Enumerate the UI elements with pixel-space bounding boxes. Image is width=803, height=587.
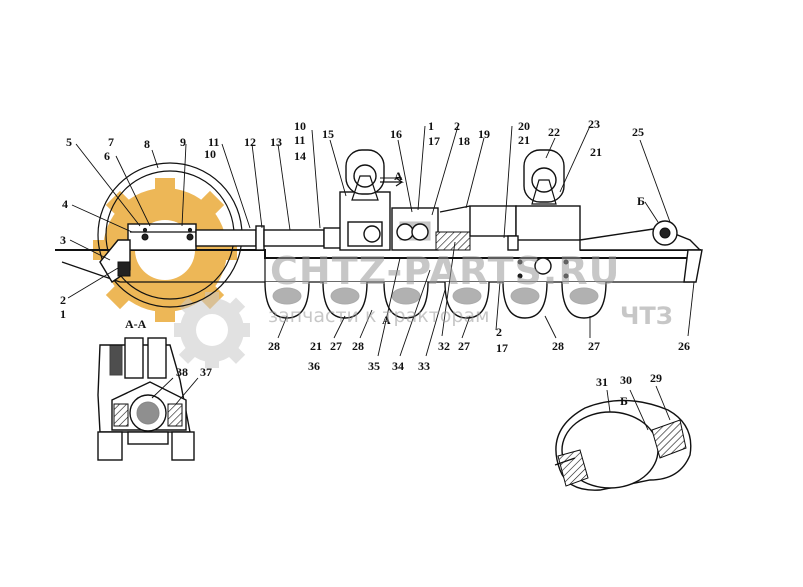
callout-36: 36 bbox=[308, 359, 320, 373]
bolt-block bbox=[517, 257, 569, 279]
track-roller-3 bbox=[383, 281, 429, 319]
callout-28-c: 28 bbox=[552, 339, 564, 353]
callout-34: 34 bbox=[392, 359, 404, 373]
callout-21-top: 21 bbox=[518, 133, 530, 147]
spring-housing bbox=[391, 205, 517, 251]
watermark-gear-small-icon bbox=[174, 292, 250, 368]
callout-29: 29 bbox=[650, 371, 662, 385]
callout-28-b: 28 bbox=[352, 339, 364, 353]
callout-21-mid: 21 bbox=[310, 339, 322, 353]
callout-26: 26 bbox=[678, 339, 690, 353]
callout-8: 8 bbox=[144, 137, 150, 151]
callout-37: 37 bbox=[200, 365, 212, 379]
callout-35: 35 bbox=[368, 359, 380, 373]
callout-27-b: 27 bbox=[458, 339, 470, 353]
callout-28-a: 28 bbox=[268, 339, 280, 353]
callout-15: 15 bbox=[322, 127, 334, 141]
callout-25: 25 bbox=[632, 125, 644, 139]
track-roller-1 bbox=[264, 281, 310, 319]
section-arrow-icon bbox=[380, 177, 404, 187]
callout-1: 1 bbox=[60, 307, 66, 321]
callout-17-top: 17 bbox=[428, 134, 440, 148]
callout-13: 13 bbox=[270, 135, 282, 149]
leader-lines bbox=[67, 125, 695, 431]
callout-20: 20 bbox=[518, 119, 530, 133]
callout-16: 16 bbox=[390, 127, 402, 141]
callout-19: 19 bbox=[478, 127, 490, 141]
callout-11-b: 11 bbox=[294, 133, 305, 147]
callout-27-c: 27 bbox=[588, 339, 600, 353]
callout-17-bottom: 17 bbox=[496, 341, 508, 355]
detail-b-marker: Б bbox=[637, 194, 645, 208]
carrier-roller-left bbox=[339, 149, 391, 251]
callout-32: 32 bbox=[438, 339, 450, 353]
track-rollers bbox=[264, 281, 607, 319]
watermark-brand: ЧТЗ bbox=[620, 302, 673, 330]
callout-2-top: 2 bbox=[454, 119, 460, 133]
callout-31: 31 bbox=[596, 375, 608, 389]
section-aa-view bbox=[97, 337, 195, 461]
tensioner-yoke bbox=[127, 223, 197, 251]
callout-33: 33 bbox=[418, 359, 430, 373]
watermark-main: CHTZ-PARTS.RU bbox=[270, 249, 620, 293]
callout-18: 18 bbox=[458, 134, 470, 148]
callout-9: 9 bbox=[180, 135, 186, 149]
callout-1-top: 1 bbox=[428, 119, 434, 133]
callout-23: 23 bbox=[588, 117, 600, 131]
section-markers: А-А А А Б Б bbox=[125, 169, 645, 408]
callout-27-a: 27 bbox=[330, 339, 342, 353]
callout-4: 4 bbox=[62, 197, 68, 211]
rear-bracket bbox=[579, 220, 703, 283]
callout-10-b: 10 bbox=[294, 119, 306, 133]
callout-11: 11 bbox=[208, 135, 219, 149]
section-a-marker-lower: А bbox=[382, 313, 391, 327]
detail-b-view bbox=[554, 399, 692, 491]
callout-38: 38 bbox=[176, 365, 188, 379]
callout-labels: 1 2 3 4 5 6 7 8 9 10 11 12 13 10 11 14 1… bbox=[60, 117, 690, 389]
callout-3: 3 bbox=[60, 233, 66, 247]
section-aa-title: А-А bbox=[125, 317, 147, 331]
callout-10: 10 bbox=[204, 147, 216, 161]
callout-2-bottom: 2 bbox=[496, 325, 502, 339]
track-roller-5 bbox=[502, 281, 548, 319]
callout-7: 7 bbox=[108, 135, 114, 149]
callout-2: 2 bbox=[60, 293, 66, 307]
watermark-sub: запчасти к тракторам bbox=[268, 305, 489, 327]
callout-12: 12 bbox=[244, 135, 256, 149]
callout-6: 6 bbox=[104, 149, 110, 163]
watermark: CHTZ-PARTS.RU запчасти к тракторам ЧТЗ bbox=[268, 249, 673, 330]
carrier-roller-right bbox=[507, 149, 581, 251]
track-frame bbox=[55, 149, 703, 308]
callout-5: 5 bbox=[66, 135, 72, 149]
callout-14: 14 bbox=[294, 149, 306, 163]
callout-22: 22 bbox=[548, 125, 560, 139]
detail-b-title: Б bbox=[620, 394, 628, 408]
section-a-marker: А bbox=[394, 169, 403, 183]
callout-21-right: 21 bbox=[590, 145, 602, 159]
track-roller-2 bbox=[322, 281, 368, 319]
track-roller-6 bbox=[561, 281, 607, 319]
callout-30: 30 bbox=[620, 373, 632, 387]
